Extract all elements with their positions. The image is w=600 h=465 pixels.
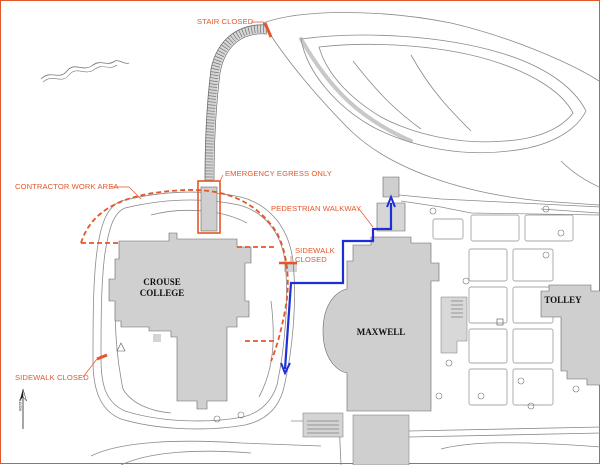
site-linework	[262, 12, 600, 214]
bottom-building-2	[352, 414, 410, 465]
label-stair-closed: STAIR CLOSED	[197, 17, 254, 26]
maxwell-building	[322, 236, 440, 412]
walkway-stairs	[382, 176, 400, 198]
tolley-building	[540, 284, 600, 386]
stream-line-2	[42, 64, 118, 83]
crouse-college-building	[108, 232, 252, 410]
walkway-arrow-south	[280, 362, 291, 376]
label-sidewalk-closed-east-line2: CLOSED	[295, 255, 327, 264]
crouse-college-label-line1: CROUSE	[143, 277, 181, 287]
emergency-egress-box	[197, 180, 221, 234]
label-contractor-work-area: CONTRACTOR WORK AREA	[15, 182, 119, 191]
egress-stair-structure	[200, 186, 218, 232]
label-emergency-egress: EMERGENCY EGRESS ONLY	[225, 169, 332, 178]
sidewalk-closed-west-marker	[96, 353, 108, 361]
triangle-marker	[116, 342, 126, 352]
north-arrow-text: NORTH	[19, 398, 23, 411]
small-marker	[496, 318, 504, 326]
label-sidewalk-closed-east-line1: SIDEWALK	[295, 246, 335, 255]
crouse-college-label-line2: COLLEGE	[140, 288, 185, 298]
label-sidewalk-closed-west: SIDEWALK CLOSED	[15, 373, 89, 382]
contractor-work-area-boundary	[80, 189, 289, 362]
walkway-arrow-north	[386, 194, 396, 208]
maxwell-label: MAXWELL	[357, 327, 406, 337]
leader-lines	[82, 21, 374, 378]
pedestrian-walkway-route	[283, 203, 393, 370]
north-arrow-head	[19, 389, 23, 401]
stream-line	[40, 60, 130, 80]
stair-path	[204, 24, 268, 182]
maxwell-annex	[440, 296, 468, 354]
trees	[213, 205, 580, 423]
label-pedestrian-walkway: PEDESTRIAN WALKWAY	[271, 204, 361, 213]
tolley-label: TOLLEY	[544, 295, 582, 305]
oval-walkways	[299, 37, 413, 143]
north-arrow: NORTH	[19, 388, 27, 429]
